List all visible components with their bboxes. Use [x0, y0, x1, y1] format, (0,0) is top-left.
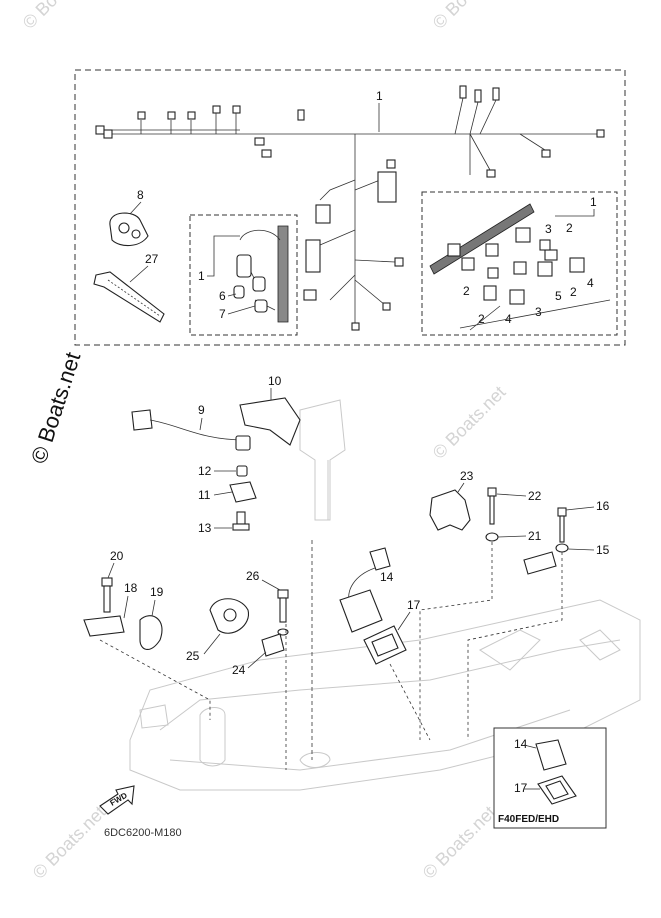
variant-callout-14: 14: [514, 737, 528, 751]
callout-2: 2: [463, 284, 470, 298]
callout-6: 6: [219, 289, 226, 303]
callout-1-inset-right: 1: [590, 195, 597, 209]
watermark-layer: © Boats.net © Boats.net © Boats.net © Bo…: [19, 0, 510, 883]
callout-15: 15: [596, 543, 610, 557]
harness-center-connectors: [303, 159, 404, 331]
callout-5: 5: [555, 289, 562, 303]
callout-14: 14: [380, 570, 394, 584]
callout-2: 2: [570, 285, 577, 299]
callout-19: 19: [150, 585, 164, 599]
callout-13: 13: [198, 521, 212, 535]
callout-1-inset-left: 1: [198, 269, 205, 283]
callout-8: 8: [137, 188, 144, 202]
callout-1: 1: [376, 89, 383, 103]
callout-2: 2: [566, 221, 573, 235]
watermark: © Boats.net: [19, 0, 100, 33]
callout-20: 20: [110, 549, 124, 563]
callout-23: 23: [460, 469, 474, 483]
variant-label: F40FED/EHD: [498, 814, 559, 825]
harness-connectors: [95, 85, 605, 178]
callout-18: 18: [124, 581, 138, 595]
callout-10: 10: [268, 374, 282, 388]
watermark: © Boats.net: [419, 802, 500, 883]
callout-3: 3: [535, 305, 542, 319]
left-lower-parts: 20 18 19 26 24 25: [83, 549, 289, 770]
variant-callout-17: 17: [514, 781, 528, 795]
callout-12: 12: [198, 464, 212, 478]
callout-27: 27: [145, 252, 159, 266]
callout-16: 16: [596, 499, 610, 513]
callout-4: 4: [587, 276, 594, 290]
callout-3: 3: [545, 222, 552, 236]
callout-7: 7: [219, 307, 226, 321]
callout-2: 2: [478, 312, 485, 326]
watermark: © Boats.net: [429, 382, 510, 463]
callout-24: 24: [232, 663, 246, 677]
callout-21: 21: [528, 529, 542, 543]
relay-connectors: [447, 227, 585, 305]
right-parts: 23 22 21 16 15 14 17: [339, 469, 610, 741]
callout-17: 17: [407, 598, 421, 612]
bracket-group: 10 9 12 11 13: [131, 374, 346, 760]
callout-9: 9: [198, 403, 205, 417]
watermark-main: © Boats.net: [26, 349, 85, 466]
watermark: © Boats.net: [429, 0, 510, 33]
callout-11: 11: [198, 488, 211, 502]
harness-box: 1 1 6 7 8 27: [74, 69, 626, 346]
fwd-arrow: FWD: [99, 785, 135, 815]
watermark: © Boats.net: [29, 802, 110, 883]
callout-26: 26: [246, 569, 260, 583]
diagram-code: 6DC6200-M180: [104, 827, 182, 839]
callout-22: 22: [528, 489, 542, 503]
callout-25: 25: [186, 649, 200, 663]
variant-box: 14 17 F40FED/EHD: [493, 727, 607, 829]
